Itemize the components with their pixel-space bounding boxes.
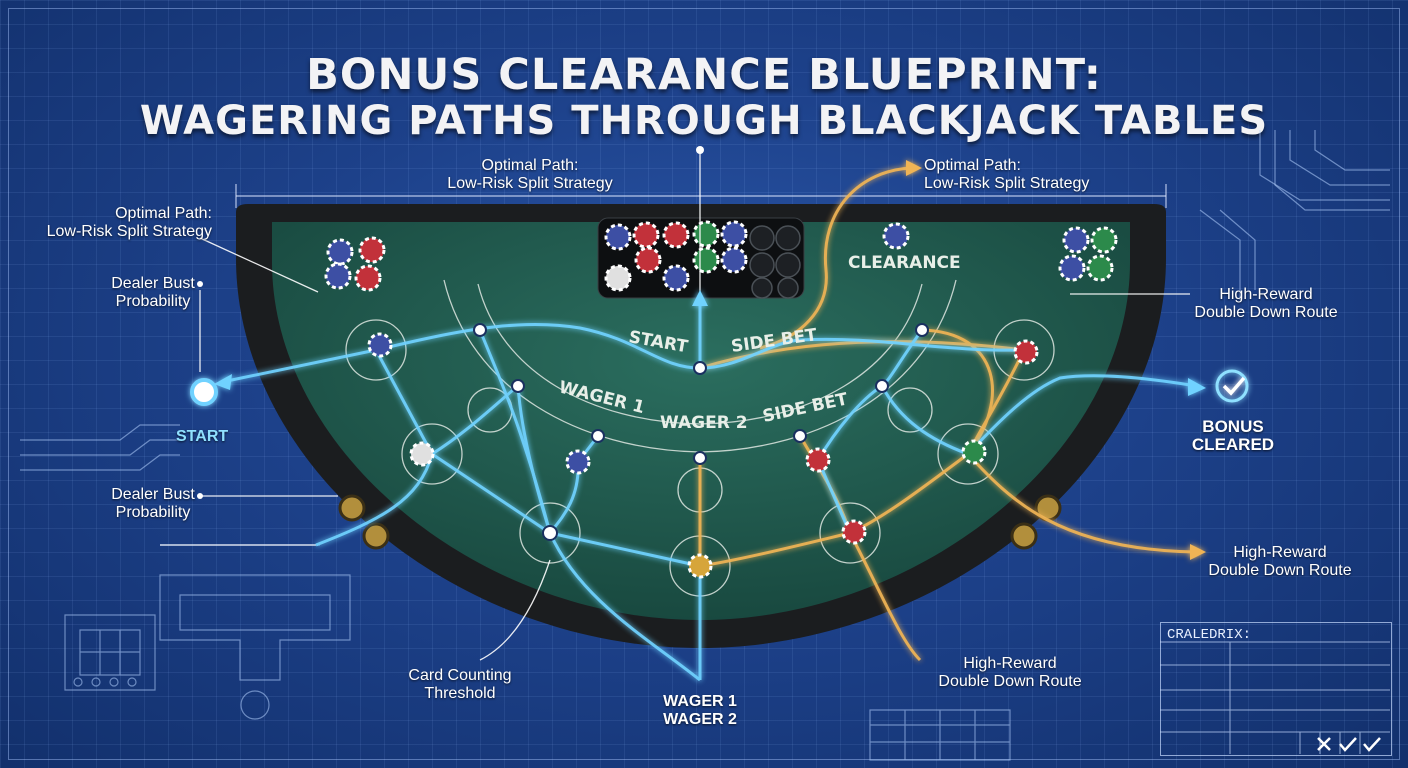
callout-optimal-path-top-left: Optimal Path: Low-Risk Split Strategy: [447, 157, 613, 192]
schematic-lines: [20, 130, 1390, 761]
cup-holders: [338, 494, 1062, 550]
chip-stack-right: [1058, 226, 1118, 282]
path-nodes: [473, 323, 929, 541]
path-chips: [367, 332, 1039, 579]
check-icon: [1215, 369, 1249, 403]
callout-leaders: [160, 150, 1190, 661]
callout-start: START: [176, 428, 229, 445]
callout-optimal-path-top-right: Optimal Path: Low-Risk Split Strategy: [924, 157, 1090, 192]
leader-endpoint-bust: [197, 281, 203, 287]
callout-high-reward-bottom: High-Reward Double Down Route: [938, 655, 1082, 690]
callout-optimal-path-left: Optimal Path: Low-Risk Split Strategy: [46, 205, 212, 240]
table-label-wager-2: WAGER 2: [660, 413, 748, 433]
title-block-lines: [1160, 641, 1390, 754]
start-node: [190, 378, 218, 406]
title-line-1: BONUS CLEARANCE BLUEPRINT:: [306, 50, 1102, 100]
tray-chips: [604, 220, 748, 292]
blueprint-frame: [8, 8, 1400, 760]
callout-dealer-bust-upper: Dealer Bust Probability: [111, 275, 195, 310]
chip-stack-left: [324, 236, 386, 292]
callout-dealer-bust-lower: Dealer Bust Probability: [111, 486, 195, 521]
title-block-marks: [1317, 737, 1381, 752]
callout-wager-bottom: WAGER 1 WAGER 2: [663, 693, 737, 728]
table-felt: [272, 222, 1130, 620]
leader-endpoint-bust-low: [197, 493, 203, 499]
title-block-name: CRALEDRIX:: [1167, 627, 1252, 643]
path-arrowheads: [214, 160, 1206, 560]
chip-clearance: [882, 222, 910, 250]
title-line-2: WAGERING PATHS THROUGH BLACKJACK TABLES: [139, 98, 1269, 144]
callout-card-counting: Card Counting Threshold: [408, 667, 512, 702]
table-label-clearance: CLEARANCE: [848, 253, 961, 273]
dimension-line: [235, 184, 1167, 208]
title-block: CRALEDRIX:: [1160, 622, 1392, 756]
chip-tray-slots: [749, 225, 801, 299]
callout-bonus-cleared: BONUS CLEARED: [1191, 417, 1275, 454]
leader-endpoint-top: [696, 146, 704, 154]
callout-high-reward-upper: High-Reward Double Down Route: [1194, 286, 1338, 321]
callout-high-reward-lower: High-Reward Double Down Route: [1208, 544, 1352, 579]
